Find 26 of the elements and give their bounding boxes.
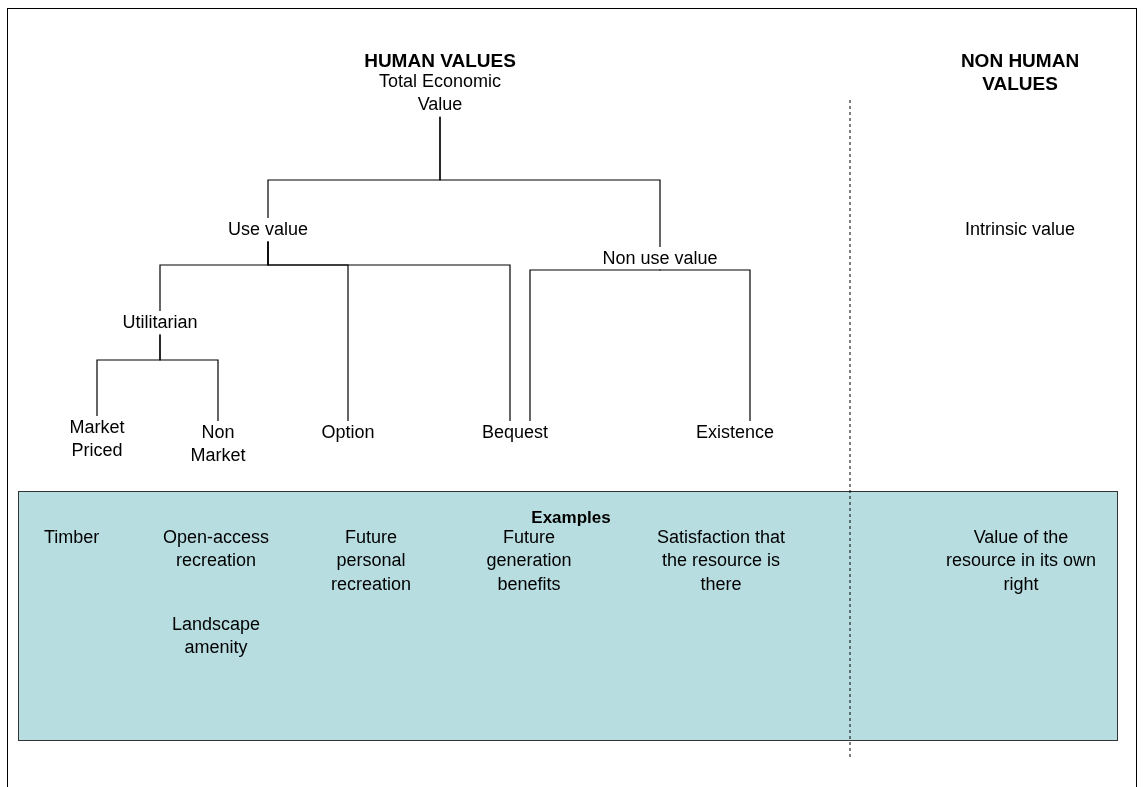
panel-heading: Examples	[531, 508, 611, 528]
value-label: Use value	[198, 218, 338, 242]
example-text: Future generation benefits	[469, 526, 589, 597]
value-label: Non use value	[580, 247, 740, 271]
value-label: Utilitarian	[100, 311, 220, 335]
section-heading: HUMAN VALUES	[363, 50, 517, 73]
example-text: Open-access recreation	[156, 526, 276, 573]
value-label: Non Market	[178, 421, 258, 468]
section-heading: NON HUMAN VALUES	[959, 50, 1081, 96]
value-label: Total Economic Value	[360, 70, 520, 117]
tree-connector	[159, 333, 219, 422]
examples-panel	[18, 491, 1118, 741]
value-label: Option	[298, 421, 398, 445]
value-label: Bequest	[465, 421, 565, 445]
example-text: Landscape amenity	[156, 613, 276, 660]
example-text: Satisfaction that the resource is there	[651, 526, 791, 597]
example-text: Future personal recreation	[311, 526, 431, 597]
value-label: Existence	[675, 421, 795, 445]
tree-connector	[529, 269, 661, 422]
tree-connector	[267, 240, 511, 422]
tree-connector	[439, 116, 661, 248]
value-label: Intrinsic value	[940, 218, 1100, 242]
example-text: Value of the resource in its own right	[941, 526, 1101, 597]
value-label: Market Priced	[57, 416, 137, 463]
tree-connector	[659, 269, 751, 422]
example-text: Timber	[44, 526, 134, 550]
